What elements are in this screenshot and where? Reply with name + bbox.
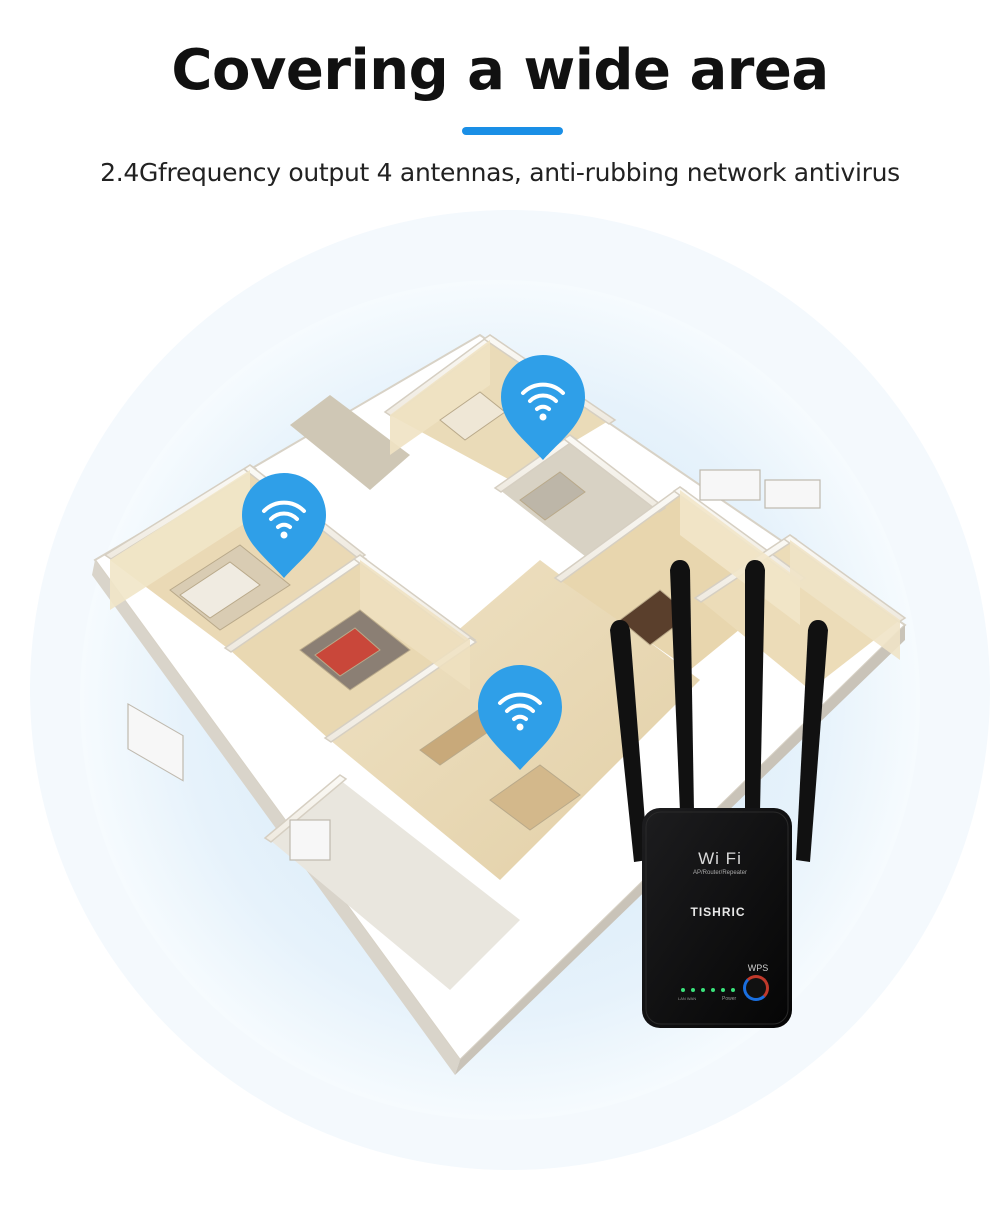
led-indicator (701, 988, 705, 992)
page-subtitle: 2.4Gfrequency output 4 antennas, anti-ru… (100, 158, 900, 187)
wall-face-living (360, 560, 470, 690)
wall-face-right (790, 540, 900, 660)
windows (127, 469, 821, 861)
walls (103, 334, 907, 843)
led-indicator (711, 988, 715, 992)
led-labels: LAN WAN (678, 996, 697, 1001)
device-logo: Wi Fi (698, 849, 742, 868)
router-device (610, 560, 828, 1028)
wifi-pin-icon (478, 665, 562, 770)
led-indicator (681, 988, 685, 992)
floor-bath (290, 395, 410, 490)
furniture (169, 391, 691, 831)
wall-face-bedroom (110, 470, 250, 610)
wifi-pin-icon (501, 355, 585, 460)
floor-bottom-room (270, 780, 520, 990)
wifi-pin-icon (242, 473, 326, 578)
wall-face-top (390, 340, 490, 455)
power-label: Power (722, 996, 737, 1002)
device-brand: TISHRIC (690, 905, 746, 919)
led-indicator (731, 988, 735, 992)
wall-face-dining (680, 490, 800, 625)
led-indicator (691, 988, 695, 992)
device-tagline: AP/Router/Repeater (692, 870, 748, 876)
led-row (681, 988, 736, 993)
wps-button[interactable] (743, 975, 769, 1001)
building-side-left (92, 560, 460, 1075)
router-body (642, 808, 792, 1028)
wps-label: WPS (747, 963, 769, 973)
title-underline (462, 127, 563, 135)
led-indicator (721, 988, 725, 992)
page-title: Covering a wide area (171, 38, 829, 103)
antenna-icon (610, 560, 828, 862)
